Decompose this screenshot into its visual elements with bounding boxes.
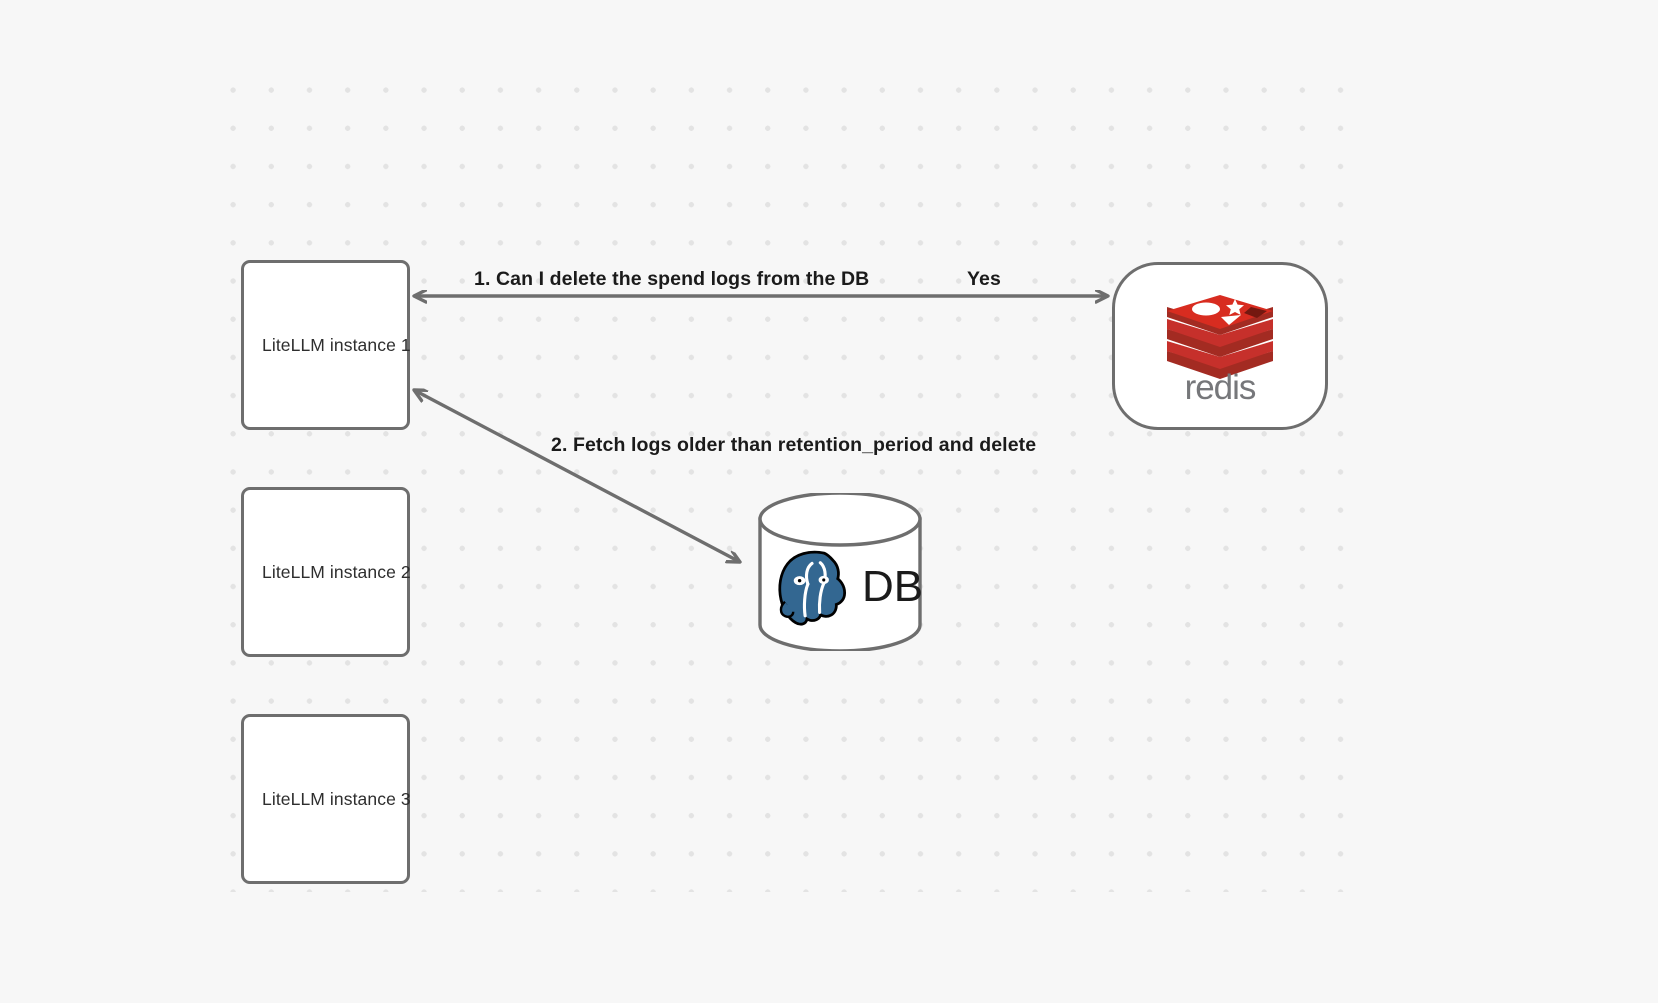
- canvas-margin-left: [0, 0, 205, 1003]
- node-litellm-instance-1[interactable]: LiteLLM instance 1: [241, 260, 411, 430]
- edge-label-1: 1. Can I delete the spend logs from the …: [474, 268, 870, 290]
- redis-stack-icon: [1167, 295, 1273, 379]
- node-label: LiteLLM instance 2: [262, 561, 411, 582]
- redis-logo-icon: redis: [1167, 295, 1273, 405]
- edge-instance1-database: [414, 390, 740, 562]
- edge-label-2: 2. Fetch logs older than retention_perio…: [551, 434, 1037, 456]
- node-database[interactable]: DB: [754, 493, 926, 651]
- database-cylinder-icon: DB: [758, 493, 923, 651]
- node-litellm-instance-2[interactable]: LiteLLM instance 2: [241, 487, 411, 657]
- postgresql-elephant-icon: [778, 550, 847, 626]
- edge-label-1-reply: Yes: [967, 268, 1001, 290]
- node-label: LiteLLM instance 3: [262, 788, 411, 809]
- database-label: DB: [862, 562, 923, 611]
- node-litellm-instance-3[interactable]: LiteLLM instance 3: [241, 714, 411, 884]
- node-label: LiteLLM instance 1: [262, 334, 411, 355]
- canvas-margin-right: [1345, 0, 1658, 1003]
- node-redis[interactable]: redis: [1112, 262, 1328, 430]
- redis-wordmark: redis: [1185, 368, 1256, 405]
